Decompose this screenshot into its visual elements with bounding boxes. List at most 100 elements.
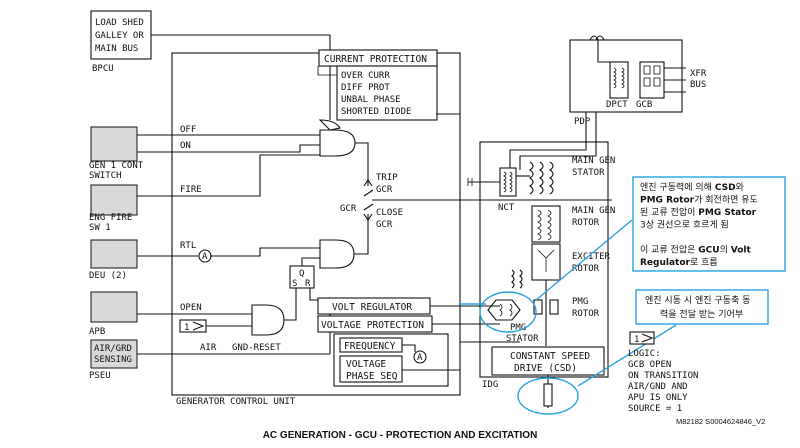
- dpct: [609, 61, 629, 99]
- eng-fire-fire: FIRE: [180, 185, 202, 195]
- eng-fire-label-2: SW 1: [89, 223, 111, 233]
- logic-note-box: [629, 331, 655, 345]
- nct-label: NCT: [498, 203, 515, 213]
- pseu-gnd-reset: GND-RESET: [232, 343, 281, 353]
- ff-r: R: [305, 279, 311, 289]
- csd-label-2: DRIVE (CSD): [514, 363, 577, 374]
- bpcu-line-3: MAIN BUS: [95, 44, 138, 54]
- ff-s: S: [292, 279, 297, 289]
- callout-a: [413, 350, 427, 364]
- pdp-outline: [569, 39, 683, 113]
- relay-trip-gcr: GCR: [376, 185, 393, 195]
- pmg-stator-1: PMG: [510, 323, 526, 333]
- bpcu-line-2: GALLEY OR: [95, 31, 144, 41]
- logic-note-6: SOURCE = 1: [628, 404, 682, 414]
- annotation-pmg-line: 된 교류 전압이 PMG Stator: [640, 206, 757, 218]
- idg-label: IDG: [482, 380, 498, 390]
- annotation-pmg: [632, 176, 786, 272]
- xfr-bus-1: XFR: [690, 69, 707, 79]
- annotation-pmg-line: Regulator로 흐름: [640, 257, 718, 268]
- apb-box: [90, 291, 138, 323]
- pmg-stator: [487, 299, 521, 321]
- volt-regulator-label: VOLT REGULATOR: [332, 302, 412, 313]
- annotation-gear: [635, 289, 769, 325]
- gen-switch-label-1: GEN 1 CONT: [89, 161, 144, 171]
- logic-note-1: LOGIC:: [628, 349, 661, 359]
- phase-seq-box: [339, 355, 403, 383]
- gcb: [639, 61, 665, 99]
- idg-outline: [479, 141, 609, 378]
- relay-gcr: GCR: [340, 204, 357, 214]
- logic-note-4: AIR/GND AND: [628, 382, 688, 392]
- annotation-pmg-line: 이 교류 전압은 GCU의 Volt: [640, 244, 751, 256]
- deu-box: [90, 239, 138, 269]
- relay-trip: TRIP: [376, 173, 398, 183]
- annotation-gear-1: 엔진 시동 시 엔진 구동축 동: [645, 295, 750, 306]
- xfr-bus-2: BUS: [690, 80, 706, 90]
- main-gen-stator: [516, 161, 554, 195]
- apb-label: APB: [89, 327, 105, 337]
- svg-text:1: 1: [184, 323, 189, 333]
- pdp-dpct: DPCT: [606, 100, 628, 110]
- pseu-line-2: SENSING: [94, 355, 132, 365]
- gen-switch-label-2: SWITCH: [89, 171, 122, 181]
- eng-fire-label-1: ENG FIRE: [89, 213, 132, 223]
- exciter-rotor: [531, 243, 561, 281]
- pmg-highlight: [479, 291, 537, 333]
- cp-item-4: SHORTED DIODE: [341, 107, 411, 117]
- main-gen-rotor: [531, 205, 561, 243]
- pseu-label: PSEU: [89, 371, 111, 381]
- deu-label: DEU (2): [89, 271, 127, 281]
- bpcu-line-1: LOAD SHED: [95, 18, 144, 28]
- bpcu-label: BPCU: [92, 64, 114, 74]
- bpcu-wire: [151, 34, 331, 120]
- ff-q: Q: [299, 269, 304, 279]
- svg-text:A: A: [417, 353, 423, 363]
- logic-note-3: ON TRANSITION: [628, 371, 698, 381]
- gen-switch-on: ON: [180, 141, 191, 151]
- deu-rtl: RTL: [180, 241, 196, 251]
- main-gen-rotor-2: ROTOR: [572, 218, 600, 228]
- current-protection-title: CURRENT PROTECTION: [324, 54, 427, 65]
- pmg-rotor-1: PMG: [572, 297, 588, 307]
- main-gen-rotor-1: MAIN GEN: [572, 206, 615, 216]
- nct: [499, 167, 517, 197]
- voltage-protection-label: VOLTAGE PROTECTION: [321, 320, 424, 331]
- pmg-stator-2: STATOR: [506, 334, 539, 344]
- gcu-label: GENERATOR CONTROL UNIT: [176, 397, 296, 407]
- phase-seq-label-2: PHASE SEQ: [346, 371, 398, 382]
- csd-label-1: CONSTANT SPEED: [510, 351, 590, 362]
- phase-seq-label-1: VOLTAGE: [346, 359, 386, 370]
- logic-note-5: APU IS ONLY: [628, 393, 688, 403]
- pmg-rotor-2: ROTOR: [572, 309, 600, 319]
- pseu-air: AIR: [200, 343, 217, 353]
- bpcu-box: [90, 10, 152, 60]
- pseu-line-1: AIR/GRD: [94, 344, 132, 354]
- annotation-pmg-text: 엔진 구동력에 의해 CSD와 PMG Rotor가 회전하면 유도된 교류 전압…: [640, 181, 758, 268]
- pmg-rotor: [533, 299, 559, 315]
- cp-item-2: DIFF PROT: [341, 83, 390, 93]
- frequency-label: FREQUENCY: [344, 341, 396, 352]
- main-gen-stator-1: MAIN GEN: [572, 156, 615, 166]
- top-gate: [319, 129, 356, 157]
- annotation-pmg-line: PMG Rotor가 회전하면 유도: [640, 195, 758, 206]
- exciter-rotor-1: EXCITER: [572, 252, 611, 262]
- figure-caption: AC GENERATION - GCU - PROTECTION AND EXC…: [263, 430, 538, 441]
- gen-switch-off: OFF: [180, 125, 196, 135]
- gen-cont-switch-box[interactable]: [90, 126, 138, 162]
- main-gen-stator-2: STATOR: [572, 168, 605, 178]
- logic-note-2: GCB OPEN: [628, 360, 671, 370]
- annotation-pmg-line: 3상 권선으로 흐르게 됨: [640, 219, 729, 231]
- annotation-gear-2: 력을 전달 받는 기어부: [660, 308, 743, 320]
- doc-ref: M82182 S0004624846_V2: [676, 417, 765, 426]
- pdp-gcb: GCB: [636, 100, 652, 110]
- eng-fire-switch-box[interactable]: [90, 184, 138, 216]
- current-protection-items-box: [336, 65, 438, 121]
- csd-box: [491, 346, 605, 376]
- gear-highlight: [517, 377, 579, 415]
- vp-sub-outline: [333, 333, 449, 387]
- annotation-pmg-line: 엔진 구동력에 의해 CSD와: [640, 181, 744, 193]
- cp-item-3: UNBAL PHASE: [341, 95, 401, 105]
